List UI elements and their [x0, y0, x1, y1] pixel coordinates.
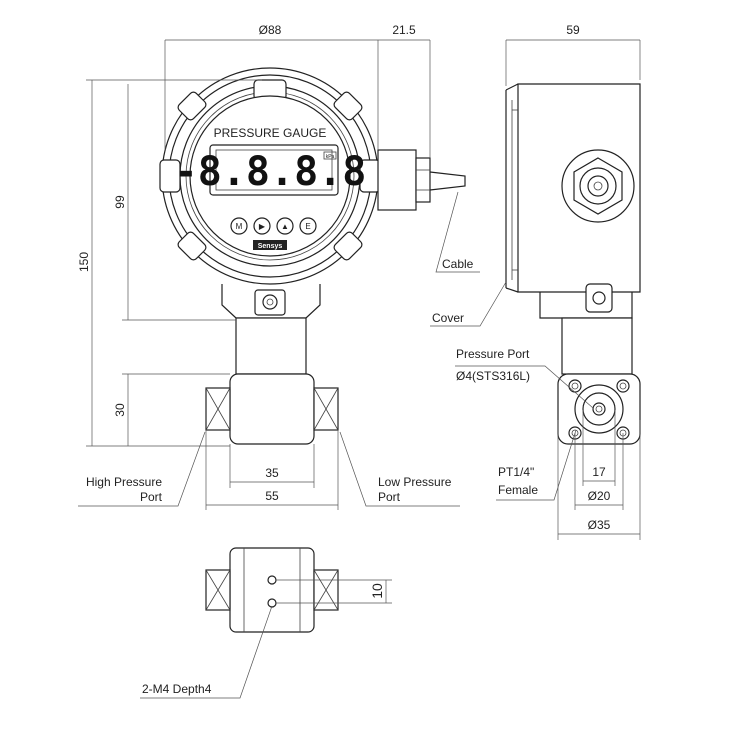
dim-d55: 55: [265, 489, 279, 503]
low-pressure-label-2: Port: [378, 490, 401, 504]
low-pressure-label-1: Low Pressure: [378, 475, 452, 489]
dimension-lines: [86, 39, 641, 604]
dim-d35-dia: Ø35: [588, 518, 611, 532]
dimension-text: Ø88 21.5 59 150 99 30 35 55 17 Ø20 Ø35 1…: [77, 23, 611, 599]
bottom-boss: [254, 289, 286, 316]
side-stem: [561, 317, 633, 375]
port-bore-inner: [582, 392, 616, 426]
callout-labels: Cable Cover Pressure Port Ø4(STS316L) Hi…: [86, 257, 538, 696]
dim-d17: 17: [592, 465, 606, 479]
sensor-block: [229, 373, 315, 445]
right-button[interactable]: [253, 217, 271, 235]
cable: [429, 171, 466, 191]
cable-leader: [435, 191, 480, 273]
lcd-frame: [209, 144, 339, 196]
button-row: M ▶ ▲ E: [230, 217, 317, 235]
dim-d30: 30: [113, 403, 127, 417]
cover-label: Cover: [432, 311, 464, 325]
pressure-port-leader: [455, 365, 594, 409]
front-view: PRESSURE GAUGE -8.8.8.8 kPa M ▶ ▲ E Sens…: [159, 67, 466, 445]
dim-d20: Ø20: [588, 489, 611, 503]
lcd-value: -8.8.8.8: [174, 149, 367, 195]
lug-bottom-left: [177, 231, 207, 261]
up-button[interactable]: [276, 217, 294, 235]
pressure-port-label: Pressure Port: [456, 347, 530, 361]
dim-d35: 35: [265, 466, 279, 480]
dim-d88: Ø88: [259, 23, 282, 37]
lug-top-right: [333, 91, 363, 121]
gland-hex: [573, 157, 623, 215]
pt-leader: [496, 429, 577, 501]
m4-leader: [140, 605, 273, 699]
cover-leader: [430, 281, 507, 327]
gland-body: [377, 149, 417, 211]
sensor-stem: [235, 317, 307, 375]
pt-label-2: Female: [498, 483, 538, 497]
right-button-label: ▶: [259, 222, 266, 231]
enter-button-label: E: [305, 222, 310, 231]
bottom-view: [205, 547, 339, 633]
side-boss: [585, 283, 613, 313]
up-button-label: ▲: [281, 222, 289, 231]
m4-label: 2-M4 Depth4: [142, 682, 212, 696]
port-hole: [592, 402, 606, 416]
low-pressure-leader: [339, 431, 460, 507]
lug-left: [159, 159, 181, 193]
port-bore-outer: [574, 384, 624, 434]
brand-badge: [253, 240, 287, 250]
brand-logo: Sensys: [258, 243, 283, 250]
lcd-window: [215, 149, 333, 191]
high-pressure-label-1: High Pressure: [86, 475, 162, 489]
side-housing: [517, 83, 641, 293]
high-pressure-leader: [78, 431, 206, 507]
high-pressure-label-2: Port: [140, 490, 163, 504]
lug-bottom-right: [333, 231, 363, 261]
unit-badge-box: [323, 151, 337, 160]
gland-hex-outer: [561, 149, 635, 223]
dim-d59: 59: [566, 23, 580, 37]
bottom-block: [229, 547, 315, 633]
enter-button[interactable]: [299, 217, 317, 235]
side-view: [505, 83, 641, 445]
dim-d10: 10: [369, 583, 385, 599]
dim-d21-5: 21.5: [392, 23, 416, 37]
lug-top-left: [177, 91, 207, 121]
mode-button[interactable]: [230, 217, 248, 235]
pressure-port-spec: Ø4(STS316L): [456, 369, 530, 383]
gauge-label: PRESSURE GAUGE: [214, 126, 327, 140]
cable-label: Cable: [442, 257, 474, 271]
unit-badge: kPa: [326, 154, 335, 160]
boss-screw: [262, 294, 278, 310]
pt-label-1: PT1/4": [498, 465, 534, 479]
gland-nut: [415, 157, 431, 203]
leader-lines: [78, 191, 594, 699]
mode-button-label: M: [236, 222, 243, 231]
dim-d150: 150: [77, 252, 91, 272]
dim-d99: 99: [113, 195, 127, 209]
